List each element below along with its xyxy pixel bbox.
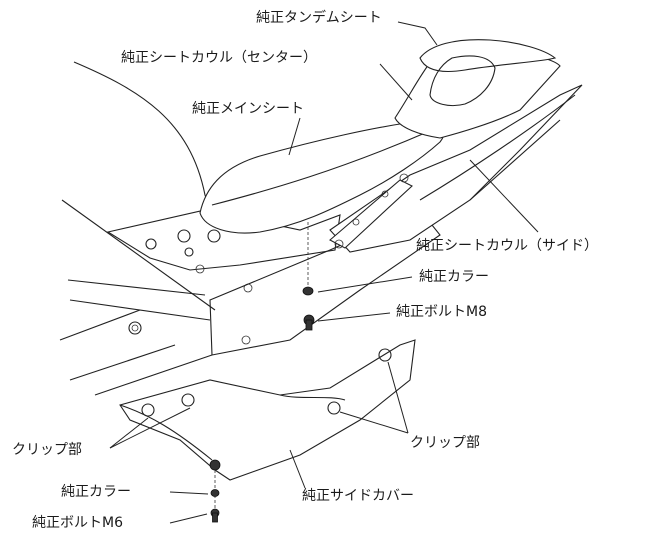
leader-clip-right-2 [387,361,409,434]
screw-head [195,264,205,274]
label-tandem-seat: 純正タンデムシート [256,10,382,26]
clip-hole [181,393,195,407]
frame-line [61,199,216,311]
bolt-m8-shank [305,319,313,331]
cowl-bracket [329,179,413,249]
bracket-hole [352,218,360,226]
side-cover-edge [119,404,213,461]
bolt-head [184,247,194,257]
label-main-seat: 純正メインシート [192,101,304,117]
bolt-head [145,238,157,250]
leader-clip-left-1 [109,417,149,449]
side-cover-edge [279,394,346,401]
seat-cowl-side-shape [329,84,583,253]
seat-cowl-side-line [419,94,576,201]
lower-collar [210,489,220,497]
clip-hole [327,401,341,415]
label-collar-lower: 純正カラー [61,484,131,500]
leader-tandem-seat [397,21,438,46]
label-seat-cowl-side: 純正シートカウル（サイド） [416,238,598,254]
main-seat-shape [199,119,445,234]
frame-line [59,309,141,341]
clip-hole [378,348,392,362]
leader-collar-upper [317,276,413,293]
seat-cowl-side-line [469,119,561,201]
leader-seat-cowl-side [469,159,539,233]
bolt-m6-shank [212,512,218,523]
leader-clip-left-2 [109,407,191,449]
bolt-head [207,229,221,243]
label-clip-right: クリップ部 [410,435,480,451]
frame-line [94,354,213,396]
leader-clip-right-1 [339,411,409,434]
leader-bolt-m8 [317,312,391,322]
frame-line [67,279,206,296]
bolt-head [128,321,142,335]
leader-bolt-m6 [169,513,208,524]
clip-hole [141,403,155,417]
side-cover-shape [119,339,416,481]
leader-main-seat [288,117,301,156]
label-clip-left: クリップ部 [12,442,82,458]
tandem-seat-shape [419,39,557,73]
label-bolt-m6: 純正ボルトM6 [32,515,123,531]
side-cover-bolt-hole [209,459,221,471]
label-bolt-m8: 純正ボルトM8 [396,304,487,320]
upper-collar [302,286,314,296]
label-seat-cowl-center: 純正シートカウル（センター） [121,50,317,66]
main-seat-edge [211,129,433,206]
bracket-hole [381,190,389,198]
leader-collar-lower [169,491,209,495]
bracket-hole [399,173,409,183]
bolt-head [177,229,191,243]
leader-seat-cowl-center [379,63,413,101]
label-collar-upper: 純正カラー [419,269,489,285]
frame-line [69,344,176,381]
bolt-head-inner [131,324,139,332]
fuel-tank-outline [73,61,226,216]
bracket-hole [334,239,344,249]
tandem-seat-pad [429,55,496,107]
screw-head [241,335,251,345]
leader-side-cover [289,449,306,489]
label-side-cover: 純正サイドカバー [302,488,414,504]
